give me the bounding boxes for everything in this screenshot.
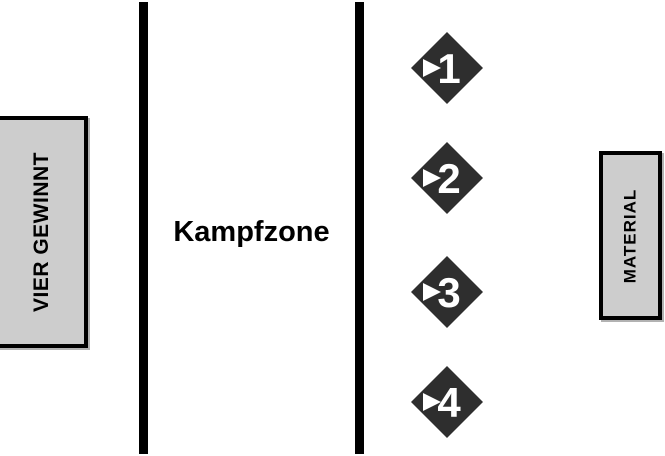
zone-box-vier-gewinnt: VIER GEWINNT [0,116,88,348]
station-marker-4: 4 [411,366,483,438]
diamond-2-icon: 2 [411,142,483,214]
station-number: 3 [437,269,460,316]
zone-label-vier-gewinnt: VIER GEWINNT [30,151,54,313]
boundary-line-left [139,2,148,454]
boundary-line-right [355,2,364,454]
station-marker-1: 1 [411,32,483,104]
zone-label-material: MATERIAL [620,188,640,283]
zone-label-kampfzone: Kampfzone [173,216,330,248]
station-number: 2 [437,155,460,202]
diamond-1-icon: 1 [411,32,483,104]
diamond-4-icon: 4 [411,366,483,438]
zone-box-material: MATERIAL [599,151,662,320]
diamond-3-icon: 3 [411,256,483,328]
station-number: 4 [437,379,461,426]
station-marker-3: 3 [411,256,483,328]
station-marker-2: 2 [411,142,483,214]
station-number: 1 [437,45,460,92]
